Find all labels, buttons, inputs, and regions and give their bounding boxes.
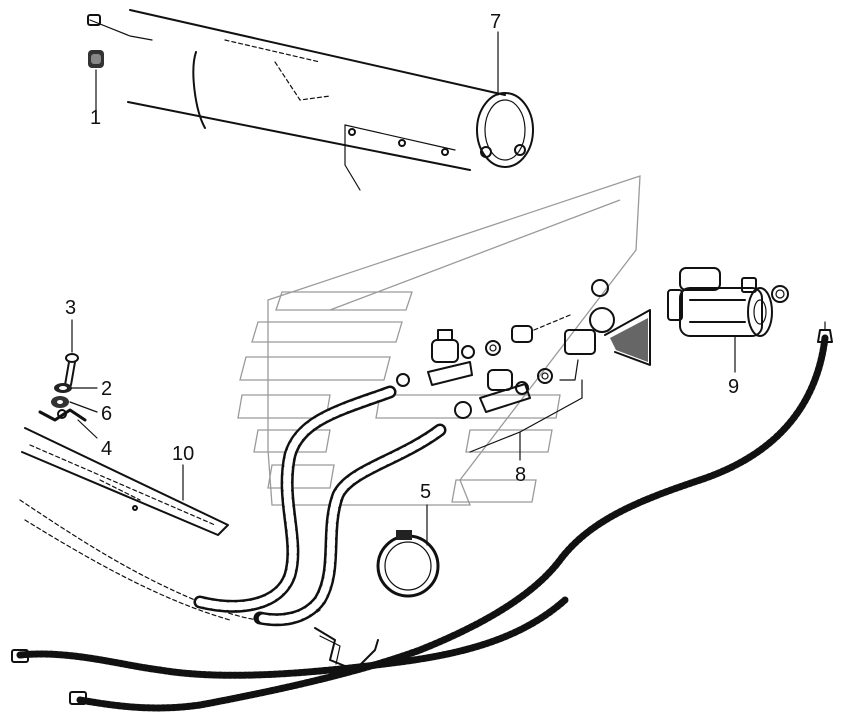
callout-4: 4 (101, 438, 112, 460)
callout-9: 9 (728, 376, 739, 398)
wiring-harness (11, 321, 833, 712)
part-3-bolt (64, 353, 79, 386)
fuel-hose-right (253, 423, 447, 627)
callout-10: 10 (172, 443, 194, 465)
callout-1: 1 (90, 107, 101, 129)
bracket (314, 627, 379, 671)
callout-8: 8 (515, 464, 526, 486)
callout-6: 6 (101, 403, 112, 425)
leader-lines (69, 31, 736, 546)
part-6-nut (51, 396, 69, 408)
exhaust-pipe-assembly (87, 9, 534, 191)
part-4-clamp (38, 408, 87, 422)
part-8-valve-upper (427, 314, 571, 386)
fuel-hose-left (193, 385, 397, 613)
callout-7: 7 (490, 11, 501, 33)
part-5-ring-clip (376, 530, 440, 598)
part-2-washer (54, 383, 72, 393)
callout-2: 2 (101, 378, 112, 400)
part-1-nut (88, 50, 104, 68)
callout-5: 5 (420, 481, 431, 503)
part-9-starter-motor (667, 267, 789, 337)
callout-3: 3 (65, 297, 76, 319)
part-8-valve-lower (396, 368, 553, 419)
fuel-tank-connector (559, 279, 651, 381)
